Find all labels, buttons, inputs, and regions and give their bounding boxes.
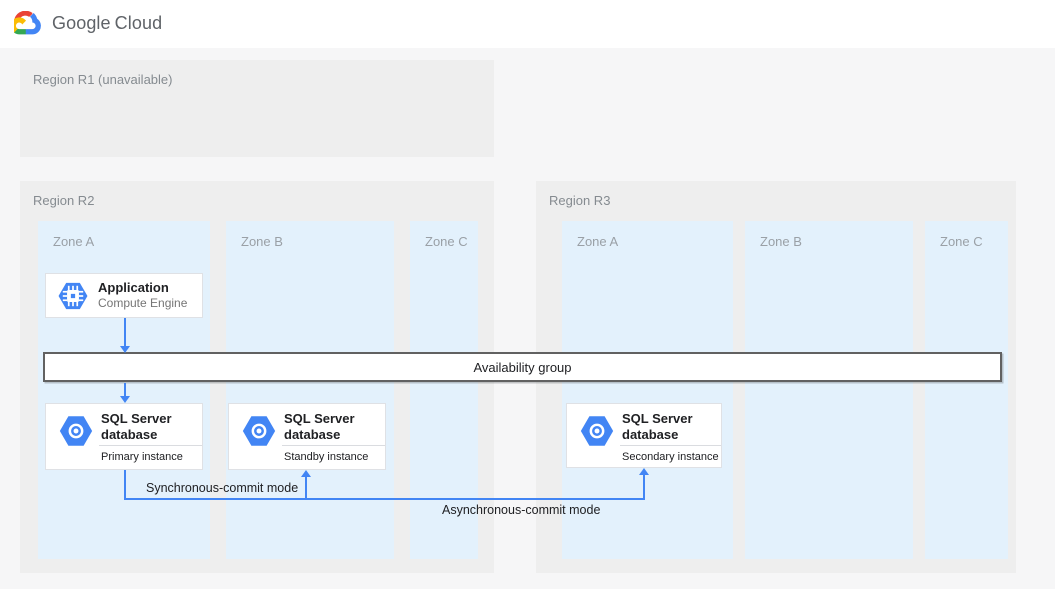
- zone-r3-a: Zone A: [562, 221, 733, 559]
- brand-google: Google: [52, 12, 111, 33]
- zone-label: Zone B: [241, 234, 283, 249]
- primary-drop-line: [124, 470, 126, 500]
- availability-group-label: Availability group: [473, 359, 572, 375]
- card-divider: [282, 445, 385, 446]
- availability-group-bar: Availability group: [43, 352, 1002, 382]
- sql-standby-card: SQL Server database Standby instance: [228, 403, 386, 470]
- zone-label: Zone C: [425, 234, 468, 249]
- sql-title: SQL Server database: [622, 411, 693, 442]
- region-r3-label: Region R3: [549, 193, 611, 208]
- region-r1-label: Region R1 (unavailable): [33, 72, 173, 87]
- zone-r3-b: Zone B: [745, 221, 913, 559]
- sql-title: SQL Server database: [284, 411, 355, 442]
- sync-commit-label: Synchronous-commit mode: [146, 481, 299, 495]
- sql-server-icon: [242, 416, 276, 446]
- zone-label: Zone C: [940, 234, 983, 249]
- sql-role: Standby instance: [284, 451, 369, 463]
- arrow-down-icon: [120, 346, 130, 353]
- commit-mode-line: [124, 498, 645, 500]
- group-to-primary-arrow-line: [124, 383, 126, 397]
- brand-cloud: Cloud: [114, 12, 163, 33]
- card-divider: [620, 445, 721, 446]
- async-branch-line: [643, 474, 645, 499]
- sql-server-icon: [580, 416, 614, 446]
- zone-r2-b: Zone B: [226, 221, 394, 559]
- card-divider: [99, 445, 202, 446]
- zone-r2-c: Zone C: [410, 221, 478, 559]
- sql-secondary-card: SQL Server database Secondary instance: [566, 403, 722, 468]
- async-commit-label: Asynchronous-commit mode: [442, 503, 601, 517]
- application-card: Application Compute Engine: [45, 273, 203, 318]
- sync-branch-line: [305, 476, 307, 499]
- sql-title: SQL Server database: [101, 411, 172, 442]
- app-to-group-arrow-line: [124, 318, 126, 347]
- zone-label: Zone B: [760, 234, 802, 249]
- arrow-up-icon: [301, 470, 311, 477]
- sql-server-icon: [59, 416, 93, 446]
- region-r1-unavailable: Region R1 (unavailable): [20, 60, 494, 157]
- zone-r3-c: Zone C: [925, 221, 1008, 559]
- arrow-down-icon: [120, 396, 130, 403]
- sql-role: Secondary instance: [622, 451, 719, 463]
- zone-label: Zone A: [577, 234, 619, 249]
- sql-role: Primary instance: [101, 451, 183, 463]
- zone-label: Zone A: [53, 234, 95, 249]
- google-cloud-logo-icon: [14, 11, 41, 35]
- compute-engine-icon: [58, 282, 88, 310]
- application-title: Application: [98, 280, 169, 295]
- application-subtitle: Compute Engine: [98, 296, 188, 310]
- arrow-up-icon: [639, 468, 649, 475]
- sql-primary-card: SQL Server database Primary instance: [45, 403, 203, 470]
- region-r2-label: Region R2: [33, 193, 95, 208]
